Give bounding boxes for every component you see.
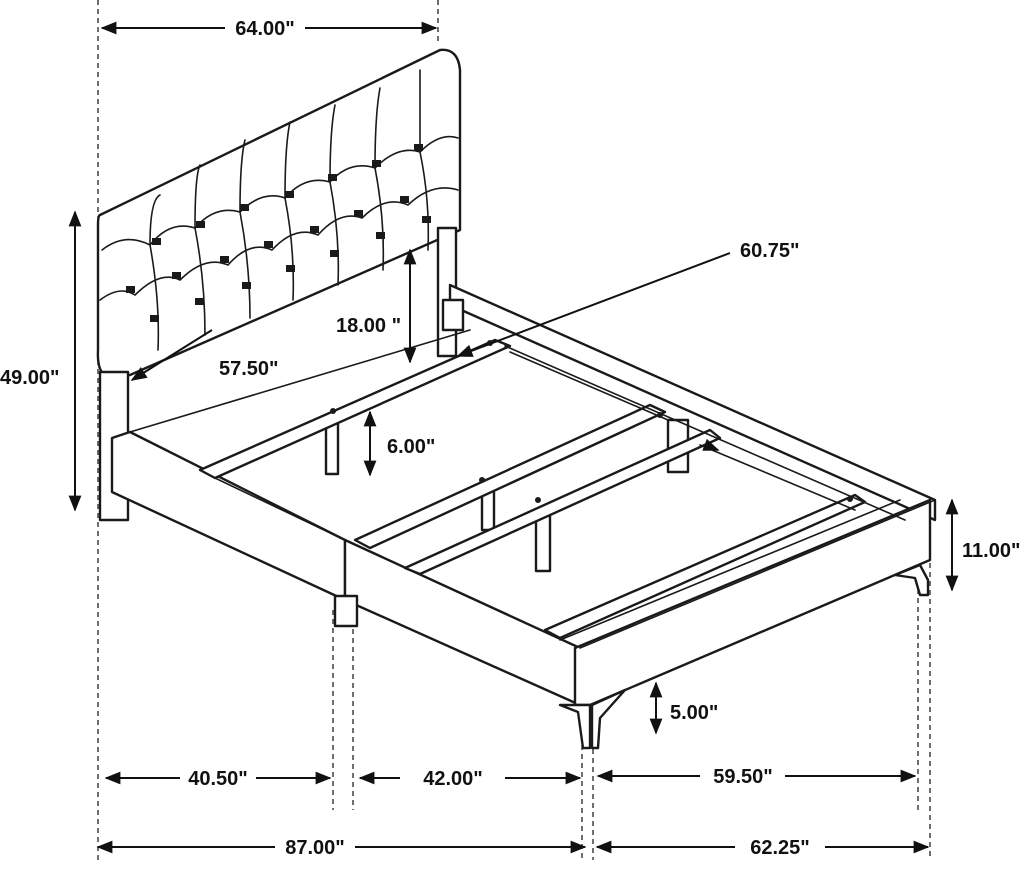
label-leg-height: 5.00" bbox=[670, 702, 718, 724]
slats bbox=[198, 338, 906, 640]
label-footboard-height: 11.00" bbox=[962, 540, 1020, 562]
label-headboard-inner-width: 57.50" bbox=[219, 358, 279, 380]
label-diagonal: 60.75" bbox=[740, 240, 800, 262]
dimension-labels: 64.00" 49.00" 57.50" 18.00 " 6.00" 60.75… bbox=[0, 18, 1020, 859]
label-rail-to-slat: 6.00" bbox=[387, 436, 435, 458]
label-middle-length: 42.00" bbox=[423, 768, 483, 790]
label-headboard-width: 64.00" bbox=[235, 18, 295, 40]
bed-frame bbox=[110, 329, 936, 750]
dimension-arrows bbox=[68, 21, 959, 854]
label-total-width: 62.25" bbox=[750, 837, 810, 859]
label-headboard-height: 49.00" bbox=[0, 367, 60, 389]
back-rail bbox=[441, 283, 937, 522]
label-total-length: 87.00" bbox=[285, 837, 345, 859]
label-left-length: 40.50" bbox=[188, 768, 248, 790]
label-headboard-panel-height: 18.00 " bbox=[336, 315, 401, 337]
label-right-width: 59.50" bbox=[713, 766, 773, 788]
extension-lines bbox=[97, 0, 931, 860]
